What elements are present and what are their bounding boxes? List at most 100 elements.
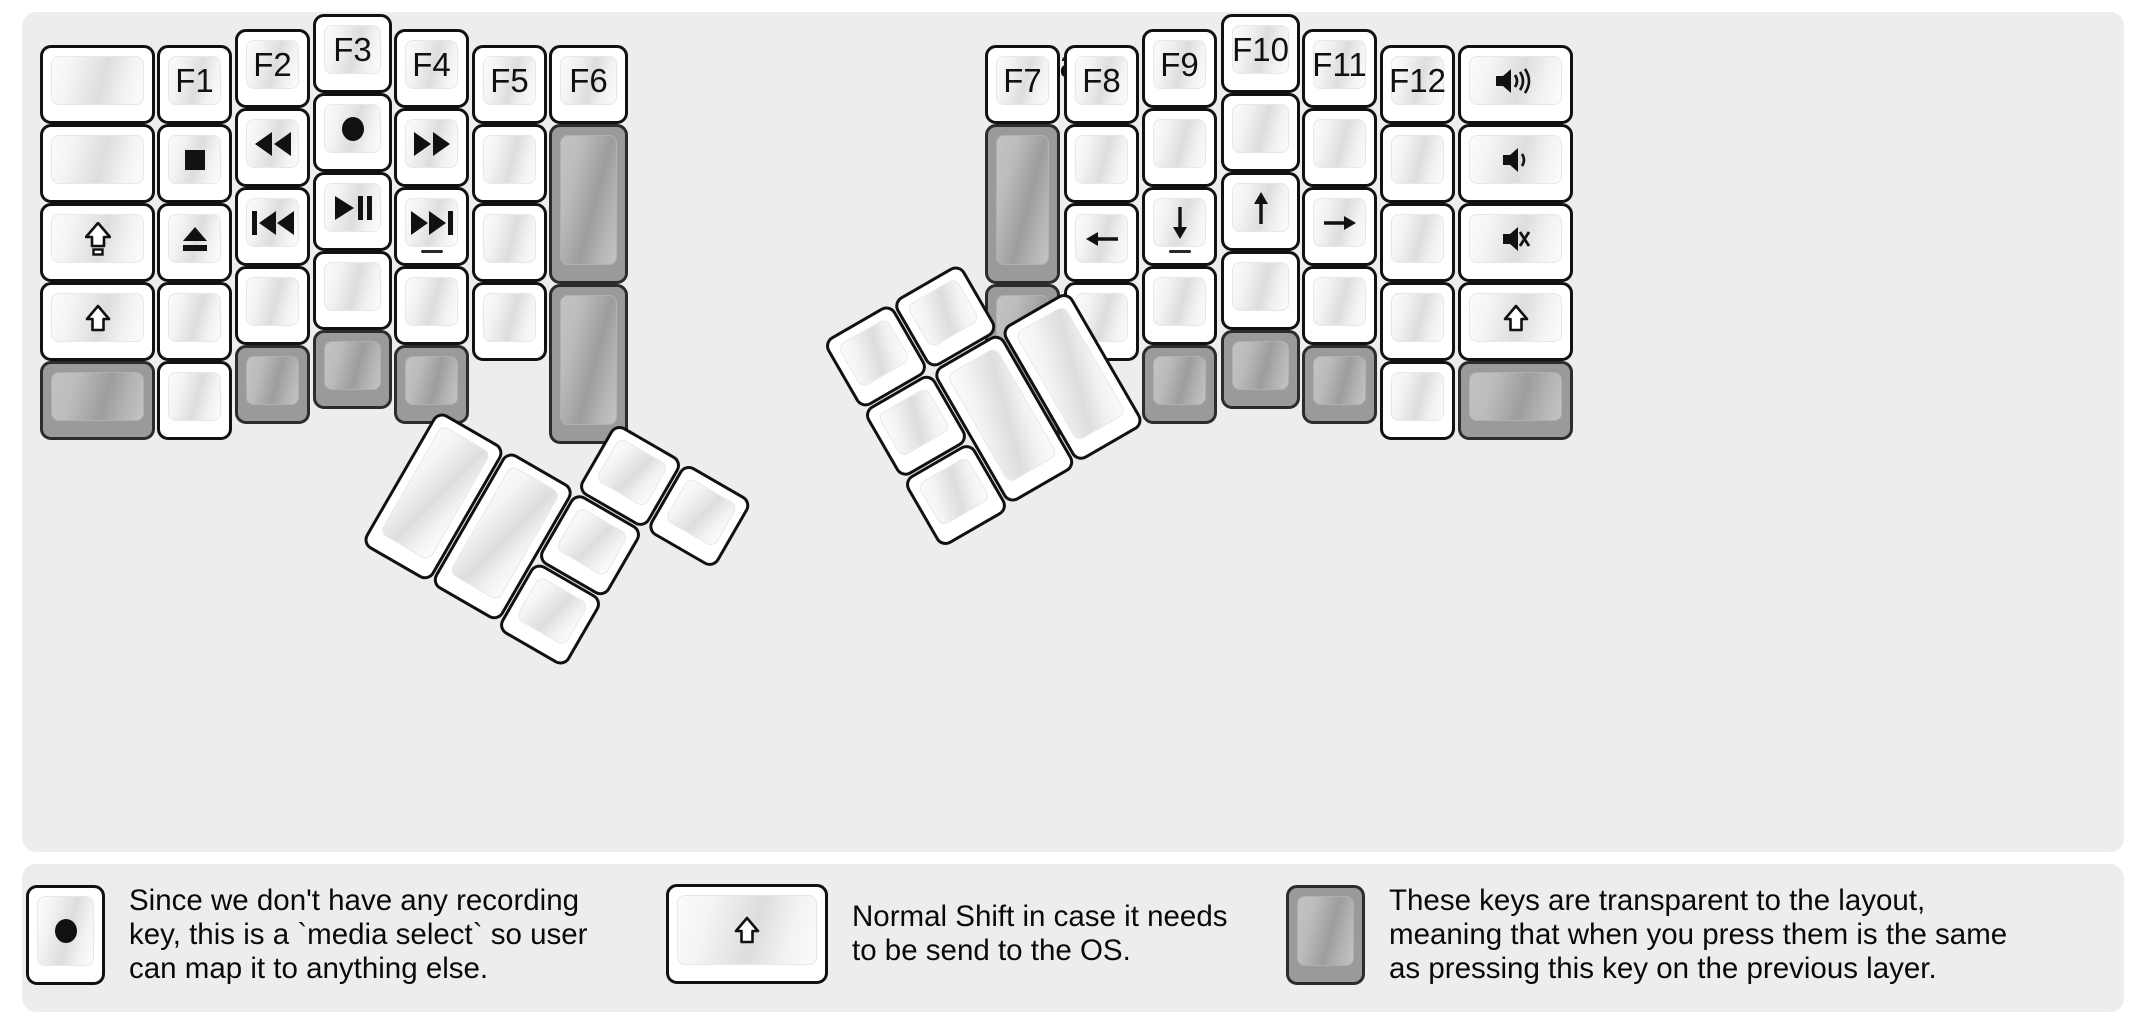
capslock-icon — [84, 221, 111, 256]
key-blank-5[interactable] — [235, 266, 310, 345]
key-blank-8[interactable] — [472, 124, 547, 203]
key-f10[interactable]: F10 — [1221, 14, 1300, 93]
key-blank-16[interactable] — [1221, 251, 1300, 330]
key-label: F8 — [1082, 62, 1121, 99]
key-cap — [235, 108, 310, 187]
key-volume-up[interactable] — [1458, 45, 1573, 124]
arrow-left-icon — [1084, 226, 1120, 252]
key-blank-4[interactable] — [157, 361, 232, 440]
key-media-eject[interactable] — [157, 203, 232, 282]
key-media-next-track[interactable] — [394, 187, 469, 266]
key-face: F12 — [1389, 56, 1446, 105]
key-blank-10[interactable] — [472, 282, 547, 361]
key-blank-7[interactable] — [394, 266, 469, 345]
key-media-record[interactable] — [313, 93, 392, 172]
key-arrow-right[interactable] — [1302, 187, 1377, 266]
key-arrow-down[interactable] — [1142, 187, 1217, 266]
key-volume-mute[interactable] — [1458, 203, 1573, 282]
homing-bump-icon — [420, 250, 443, 253]
legend-text: Since we don't have any recording key, t… — [129, 884, 588, 986]
key-blank-11[interactable] — [1064, 124, 1139, 203]
key-media-fast-forward[interactable] — [394, 108, 469, 187]
key-blank-18[interactable] — [1302, 266, 1377, 345]
key-blank-19[interactable] — [1380, 124, 1455, 203]
key-face — [246, 119, 299, 168]
key-transparent-tall-1[interactable] — [549, 124, 628, 284]
key-transparent-4[interactable] — [394, 345, 469, 424]
key-face — [837, 317, 911, 389]
key-blank-3[interactable] — [157, 282, 232, 361]
record-icon — [338, 114, 368, 144]
key-f1[interactable]: F1 — [157, 45, 232, 124]
key-shift[interactable] — [40, 282, 155, 361]
key-caps-lock[interactable] — [40, 203, 155, 282]
key-volume-down[interactable] — [1458, 124, 1573, 203]
key-transparent-8[interactable] — [1458, 361, 1573, 440]
key-face — [324, 104, 381, 153]
key-f4[interactable]: F4 — [394, 29, 469, 108]
record-icon — [51, 916, 81, 946]
key-f11[interactable]: F11 — [1302, 29, 1377, 108]
shift-arrow-icon — [734, 916, 760, 944]
key-cap: F2 — [235, 29, 310, 108]
next-track-icon — [409, 209, 455, 237]
key-cap — [1221, 251, 1300, 330]
key-blank-22[interactable] — [1380, 361, 1455, 440]
key-f9[interactable]: F9 — [1142, 29, 1217, 108]
key-f3[interactable]: F3 — [313, 14, 392, 93]
key-blank-20[interactable] — [1380, 203, 1455, 282]
key-cap — [1142, 345, 1217, 424]
key-blank-2[interactable] — [40, 124, 155, 203]
key-transparent-1[interactable] — [40, 361, 155, 440]
key-face — [906, 277, 981, 349]
key-cap — [1458, 282, 1573, 361]
key-blank-1[interactable] — [40, 45, 155, 124]
key-blank-15[interactable] — [1221, 93, 1300, 172]
legend-panel — [22, 864, 2124, 1012]
key-face — [1232, 262, 1289, 311]
key-face — [1153, 198, 1206, 247]
key-f2[interactable]: F2 — [235, 29, 310, 108]
key-blank-17[interactable] — [1302, 108, 1377, 187]
key-cap — [985, 124, 1060, 284]
key-transparent-5[interactable] — [1142, 345, 1217, 424]
play-pause-icon — [333, 194, 373, 222]
key-f12[interactable]: F12 — [1380, 45, 1455, 124]
key-media-prev-track[interactable] — [235, 187, 310, 266]
key-blank-6[interactable] — [313, 251, 392, 330]
key-f7[interactable]: F7 — [985, 45, 1060, 124]
key-face — [405, 277, 458, 326]
key-label: F11 — [1312, 46, 1367, 83]
key-label: F3 — [333, 31, 372, 68]
fast-forward-icon — [412, 130, 452, 158]
key-transparent-tall-2[interactable] — [549, 284, 628, 444]
key-blank-13[interactable] — [1142, 108, 1217, 187]
key-face: F6 — [560, 56, 617, 105]
key-f8[interactable]: F8 — [1064, 45, 1139, 124]
key-cap — [1302, 187, 1377, 266]
key-label: F10 — [1232, 31, 1289, 68]
volume-up-icon — [1494, 66, 1538, 96]
key-transparent-7[interactable] — [1302, 345, 1377, 424]
key-arrow-up[interactable] — [1221, 172, 1300, 251]
key-transparent-6[interactable] — [1221, 330, 1300, 409]
key-transparent-2[interactable] — [235, 345, 310, 424]
key-f6[interactable]: F6 — [549, 45, 628, 124]
key-media-stop[interactable] — [157, 124, 232, 203]
key-blank-9[interactable] — [472, 203, 547, 282]
key-media-rewind[interactable] — [235, 108, 310, 187]
key-cap — [157, 361, 232, 440]
key-transparent-3[interactable] — [313, 330, 392, 409]
key-transparent-tall-3[interactable] — [985, 124, 1060, 284]
key-media-play-pause[interactable] — [313, 172, 392, 251]
key-arrow-left[interactable] — [1064, 203, 1139, 282]
key-cap — [1064, 203, 1139, 282]
key-blank-21[interactable] — [1380, 282, 1455, 361]
key-face: F4 — [405, 40, 458, 89]
key-cap — [235, 345, 310, 424]
key-blank-14[interactable] — [1142, 266, 1217, 345]
key-shift-right[interactable] — [1458, 282, 1573, 361]
key-face — [168, 214, 221, 263]
legend-item: Normal Shift in case it needs to be send… — [666, 884, 1227, 984]
key-f5[interactable]: F5 — [472, 45, 547, 124]
